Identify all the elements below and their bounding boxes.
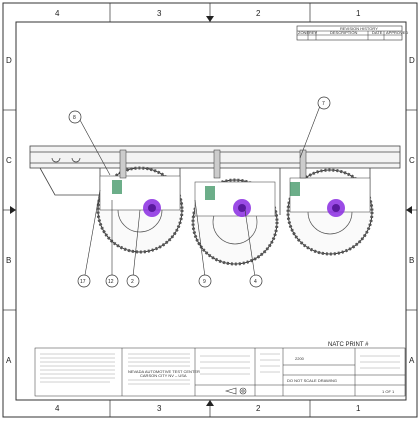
balloon-callout-icon: 8 bbox=[68, 110, 82, 124]
zone-col-1-bottom: 1 bbox=[356, 404, 361, 413]
zone-col-4-bottom: 4 bbox=[55, 404, 60, 413]
balloon-label: 9 bbox=[203, 279, 206, 285]
rev-header-approved: APPROVED bbox=[386, 30, 408, 35]
wheel-icon bbox=[191, 149, 279, 266]
zone-col-2-bottom: 2 bbox=[256, 404, 261, 413]
balloon-callout-icon: 12 bbox=[105, 274, 119, 288]
zone-col-2-top: 2 bbox=[256, 9, 261, 18]
zone-row-d-right: D bbox=[409, 56, 415, 65]
zone-col-4-top: 4 bbox=[55, 9, 60, 18]
rev-header-zone: ZONE bbox=[298, 30, 309, 35]
balloon-label: 17 bbox=[80, 279, 86, 285]
zone-row-d-left: D bbox=[6, 56, 12, 65]
zone-col-3-top: 3 bbox=[157, 9, 162, 18]
balloon-callout-icon: 9 bbox=[198, 274, 212, 288]
balloon-callout-icon: 17 bbox=[77, 274, 91, 288]
balloon-label: 7 bbox=[322, 101, 325, 107]
balloon-label: 12 bbox=[108, 279, 114, 285]
title-block bbox=[34, 347, 406, 397]
do-not-scale-note: DO NOT SCALE DRAWING bbox=[287, 378, 337, 383]
balloon-label: 2 bbox=[131, 279, 134, 285]
zone-row-b-right: B bbox=[409, 256, 415, 265]
zone-row-a-left: A bbox=[6, 356, 12, 365]
wheel-icon bbox=[286, 149, 374, 256]
rev-header-description: DESCRIPTION bbox=[330, 30, 357, 35]
balloon-label: 8 bbox=[73, 115, 76, 121]
sheet-number: 1 OF 1 bbox=[382, 389, 395, 394]
revision-block: REVISION HISTORY ZONE REV DESCRIPTION DA… bbox=[296, 25, 408, 41]
leader-lines bbox=[79, 105, 321, 278]
rev-header-date: DATE bbox=[372, 30, 383, 35]
balloon-callout-icon: 2 bbox=[126, 274, 140, 288]
third-angle-projection-icon bbox=[224, 387, 247, 395]
centering-arrows bbox=[10, 16, 412, 406]
inner-border bbox=[15, 21, 407, 401]
zone-row-c-left: C bbox=[6, 156, 12, 165]
zone-col-1-top: 1 bbox=[356, 9, 361, 18]
test-center-address: CARSON CITY NV – USA bbox=[140, 373, 187, 378]
zone-row-c-right: C bbox=[409, 156, 415, 165]
drawing-number: 2200 bbox=[295, 356, 305, 361]
tandem-axle-icon bbox=[96, 149, 374, 266]
balloon-callouts: 8 7 17 12 2 9 bbox=[68, 96, 331, 288]
balloon-callout-icon: 7 bbox=[317, 96, 331, 110]
print-number-label: NATC PRINT # bbox=[328, 342, 369, 348]
test-center-name: NEVADA AUTOMOTIVE TEST CENTER bbox=[128, 369, 200, 374]
zone-row-a-right: A bbox=[409, 356, 415, 365]
zone-row-b-left: B bbox=[6, 256, 12, 265]
zone-col-3-bottom: 3 bbox=[157, 404, 162, 413]
balloon-callout-icon: 4 bbox=[249, 274, 263, 288]
balloon-label: 4 bbox=[254, 279, 257, 285]
revision-title: REVISION HISTORY bbox=[340, 26, 378, 31]
rev-header-rev: REV bbox=[309, 30, 318, 35]
